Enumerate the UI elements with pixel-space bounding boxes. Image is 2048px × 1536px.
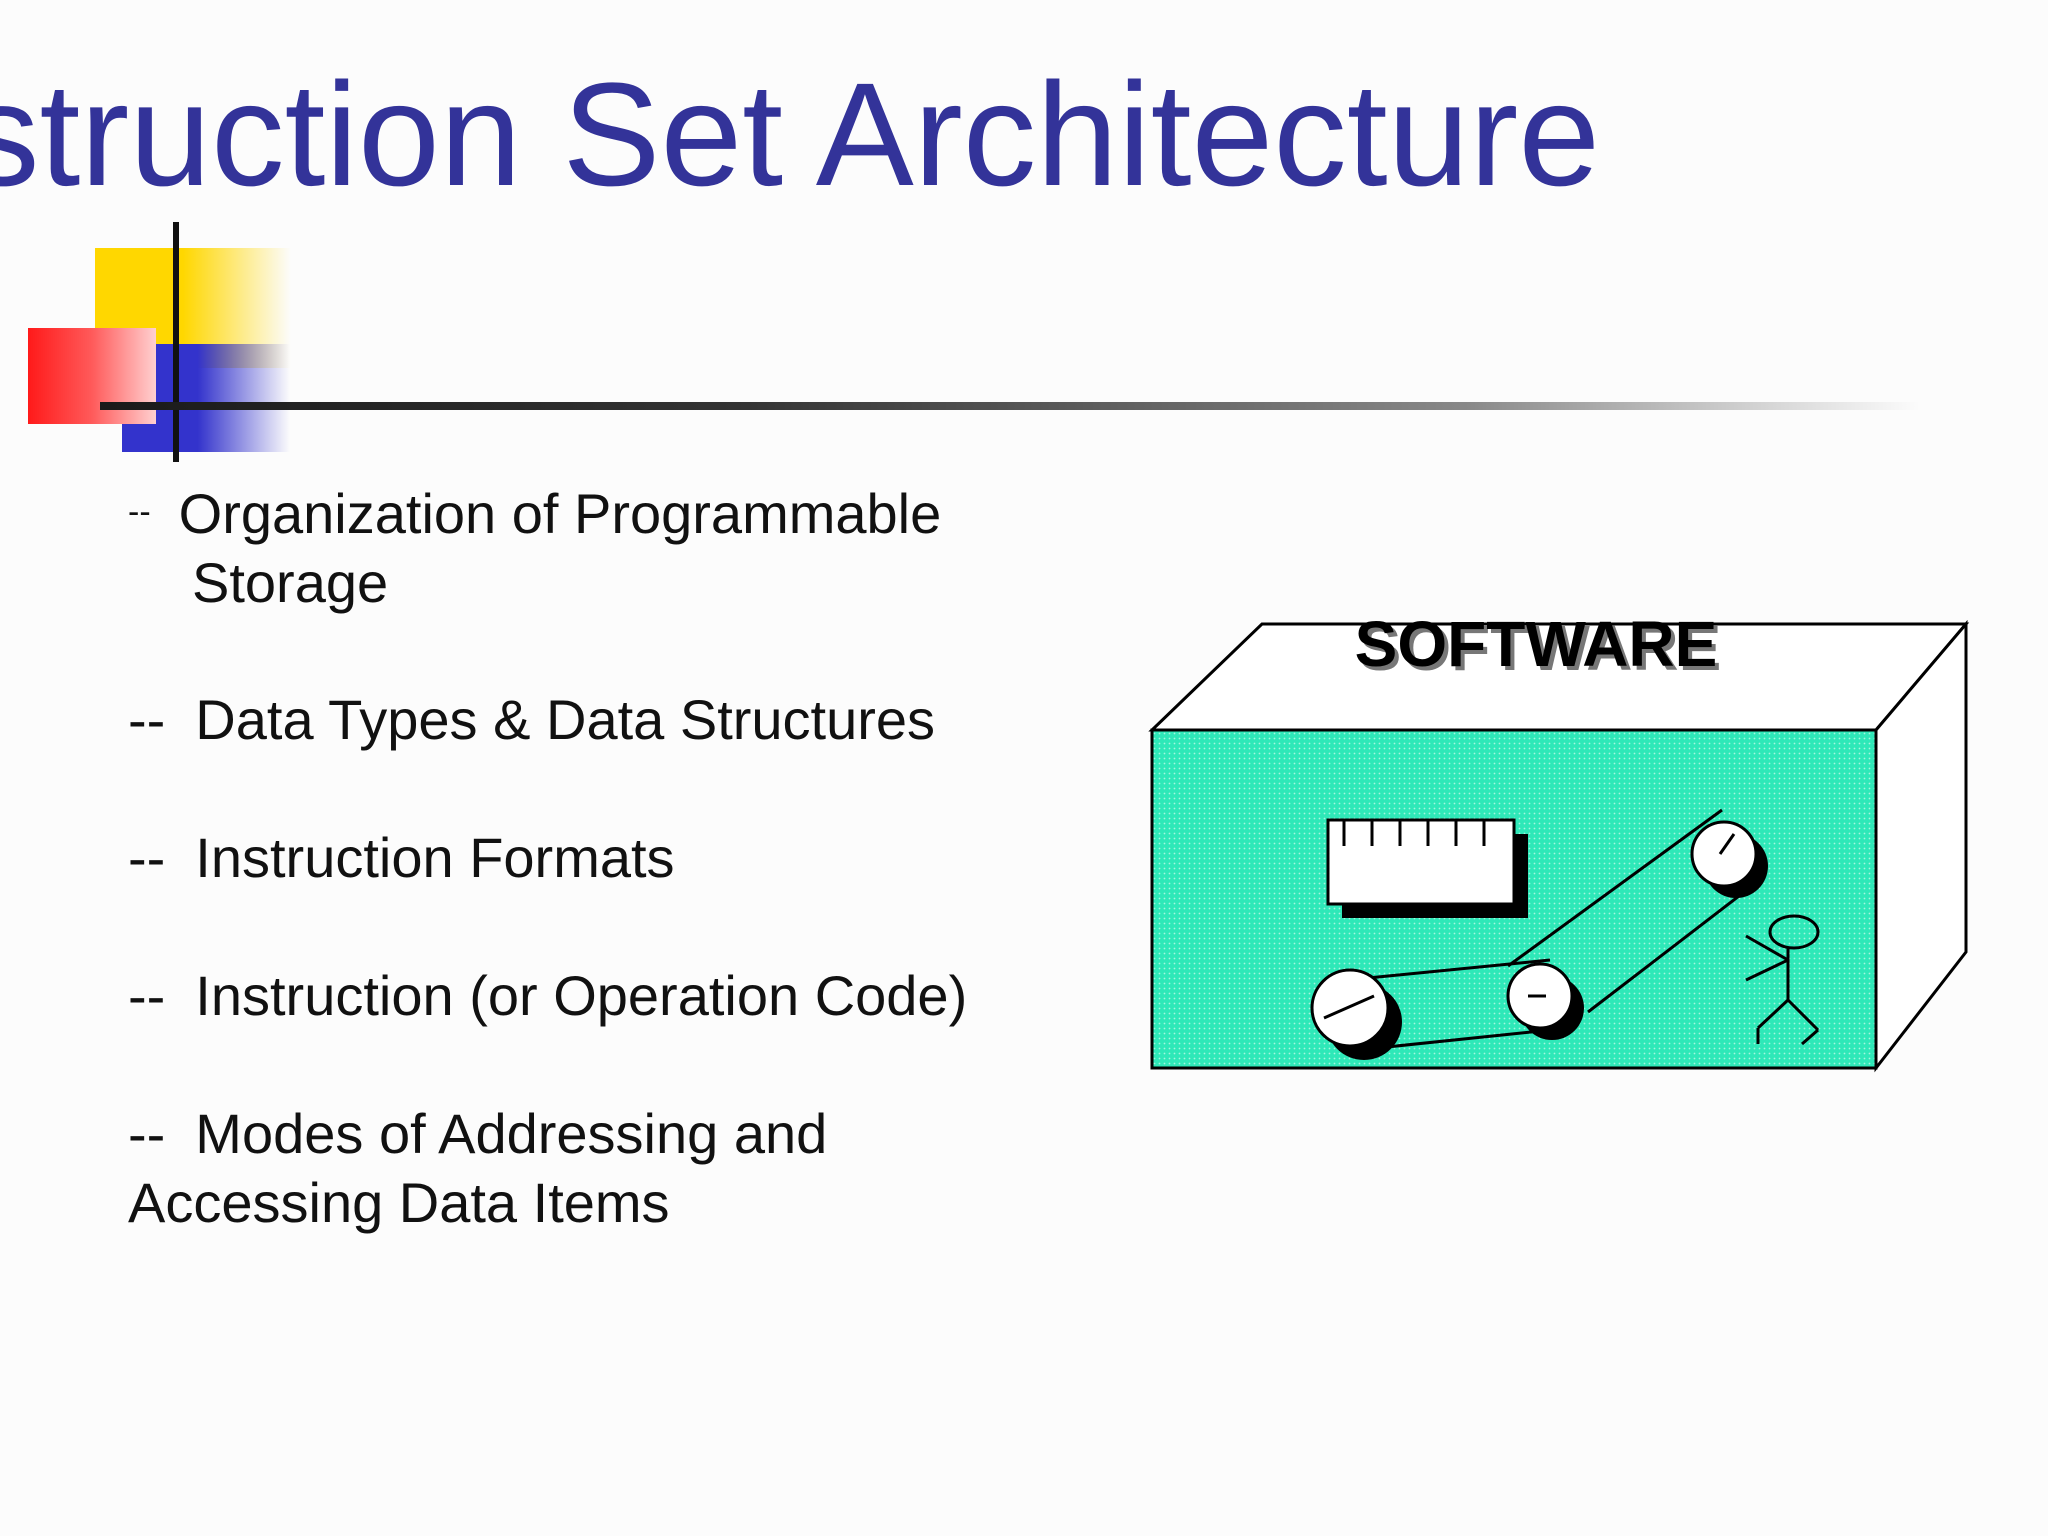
bullet-item: -- Organization of Programmable Storage bbox=[128, 478, 941, 617]
bullet-dash: -- bbox=[128, 826, 166, 889]
bullet-item: -- Modes of Addressing and Accessing Data… bbox=[128, 1099, 827, 1237]
bullet-text: Instruction (or Operation Code) bbox=[195, 964, 968, 1027]
bullet-text-continued: Accessing Data Items bbox=[128, 1171, 670, 1234]
device-ticks bbox=[1342, 820, 1486, 846]
bullet-text: Modes of Addressing and bbox=[195, 1102, 828, 1165]
bullet-item: -- Data Types & Data Structures bbox=[128, 685, 935, 754]
device-panel bbox=[1326, 818, 1516, 906]
slide-title: struction Set Architecture bbox=[0, 53, 1601, 217]
bullet-text: Data Types & Data Structures bbox=[195, 688, 936, 751]
bullet-dash: -- bbox=[128, 1102, 166, 1165]
decorative-vertical-rule bbox=[173, 222, 179, 462]
bullet-dash: -- bbox=[128, 493, 151, 531]
bullet-text-continued: Storage bbox=[192, 551, 389, 614]
bullet-item: -- Instruction (or Operation Code) bbox=[128, 961, 967, 1030]
stick-figure bbox=[1745, 914, 1820, 1046]
bullet-dash: -- bbox=[128, 688, 166, 751]
software-box-illustration: SOFTWARE SOFTWARE bbox=[1148, 612, 1970, 1073]
bullet-text: Organization of Programmable bbox=[178, 482, 942, 545]
title-underline-rule bbox=[100, 402, 1920, 410]
bullet-item: -- Instruction Formats bbox=[128, 823, 675, 892]
bullet-text: Instruction Formats bbox=[195, 826, 675, 889]
bullet-dash: -- bbox=[128, 964, 166, 1027]
software-label: SOFTWARE bbox=[1355, 612, 1718, 680]
software-label-shadow: SOFTWARE bbox=[1359, 612, 1722, 684]
pulley-right bbox=[1690, 820, 1758, 888]
